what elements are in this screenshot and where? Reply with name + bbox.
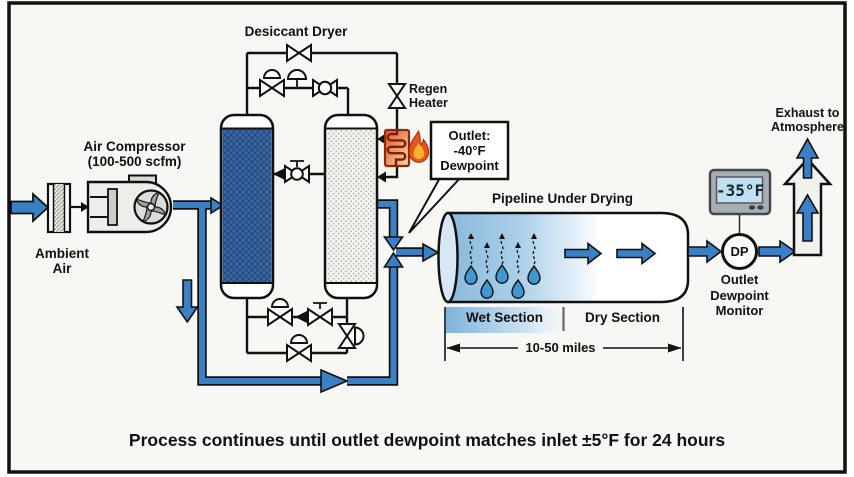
lcd-screen bbox=[715, 176, 764, 204]
distance-label: 10-50 miles bbox=[518, 340, 603, 355]
bottom-actuated-valve-a bbox=[267, 298, 293, 327]
exhaust-top-blue-arrow bbox=[795, 137, 820, 179]
bottom-handle-valve bbox=[307, 302, 333, 327]
air-compressor-label: Air Compressor (100-500 scfm) bbox=[83, 139, 186, 169]
bypass-flow-arrow bbox=[320, 368, 350, 394]
heater-coil-icon bbox=[386, 130, 407, 166]
display-button bbox=[748, 205, 756, 210]
blue-piping bbox=[173, 196, 440, 394]
exhaust-stack bbox=[782, 137, 833, 257]
top-crossover-valve bbox=[286, 43, 312, 63]
upper-actuated-valve bbox=[259, 69, 285, 98]
into-wet-tower-arrow bbox=[210, 196, 225, 215]
diagram-border bbox=[7, 1, 847, 474]
pipeline bbox=[437, 211, 690, 304]
pipeline-title: Pipeline Under Drying bbox=[491, 191, 634, 206]
dewpoint-display bbox=[708, 168, 772, 216]
pipeline-to-dp-arrow bbox=[687, 239, 723, 264]
angle-relief-valve bbox=[337, 323, 365, 349]
dp-to-exhaust-arrow bbox=[758, 239, 797, 264]
ambient-air-label: Ambient Air bbox=[35, 246, 89, 276]
dry-flow-arrows bbox=[564, 241, 657, 266]
regen-heater-label: Regen Heater bbox=[409, 82, 448, 110]
air-compressor bbox=[86, 174, 173, 234]
dewpoint-display-value: -35°F bbox=[716, 181, 765, 200]
junction-up-arrow bbox=[383, 251, 404, 268]
process-caption: Process continues until outlet dewpoint … bbox=[128, 430, 726, 450]
regen-heater-valve bbox=[387, 83, 407, 109]
pipeline-end-cap bbox=[437, 211, 459, 304]
pipeline-inlet-arrow bbox=[422, 242, 440, 263]
valve-manifold bbox=[259, 43, 407, 363]
upper-ball-valve bbox=[312, 78, 338, 98]
dp-instrument-circle bbox=[721, 233, 758, 270]
filter-to-compressor-arrow bbox=[70, 202, 89, 212]
bypass-down-arrow bbox=[175, 279, 200, 324]
dome-instrument bbox=[286, 69, 308, 88]
mid-equalization-valve bbox=[284, 160, 310, 184]
exhaust-inner-blue-arrow bbox=[795, 193, 820, 242]
desiccant-dryer-title: Desiccant Dryer bbox=[244, 24, 348, 39]
flame-icon bbox=[408, 129, 430, 163]
exhaust-label: Exhaust to Atmosphere bbox=[771, 106, 844, 134]
dry-desiccant-tower bbox=[323, 113, 379, 300]
regen-heater bbox=[383, 128, 411, 168]
bottom-actuated-valve-b bbox=[286, 334, 312, 363]
ambient-air-inlet-arrow bbox=[10, 191, 50, 224]
display-button bbox=[757, 205, 764, 210]
outlet-dewpoint-callout bbox=[408, 120, 510, 234]
manifold-flow-arrows bbox=[273, 133, 386, 323]
outlet-dewpoint-callout-text: Outlet: -40°F Dewpoint bbox=[440, 128, 499, 173]
wet-desiccant-tower bbox=[219, 113, 275, 300]
wet-section-label: Wet Section bbox=[465, 310, 543, 325]
junction-down-arrow bbox=[382, 236, 405, 252]
intake-filter bbox=[46, 182, 72, 234]
dry-section-label: Dry Section bbox=[584, 310, 661, 325]
outlet-dewpoint-monitor-label: Outlet Dewpoint Monitor bbox=[710, 272, 769, 318]
dp-tag: DP bbox=[730, 244, 749, 259]
section-band bbox=[446, 307, 583, 333]
